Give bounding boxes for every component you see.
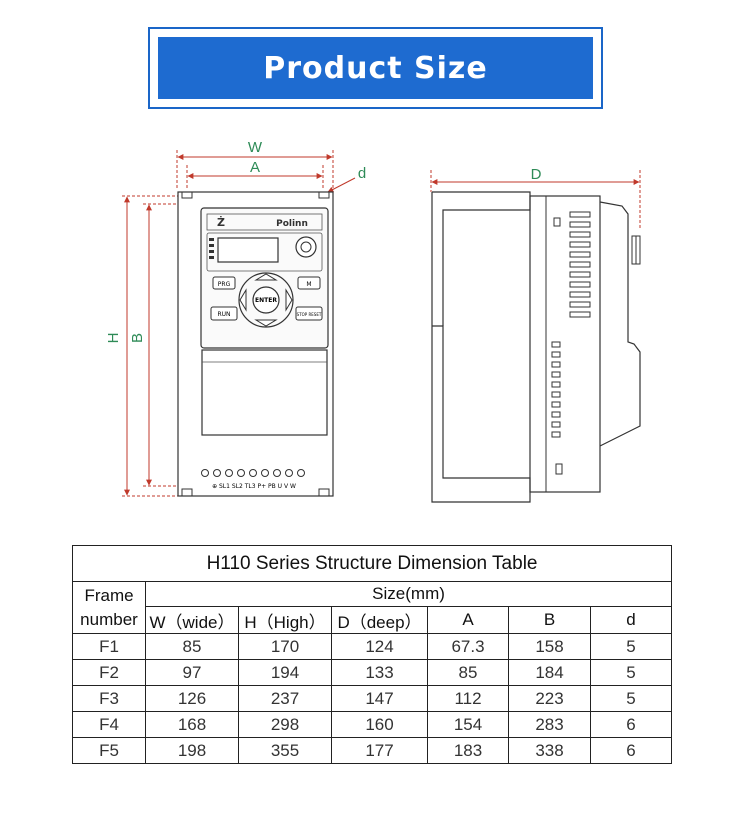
stop-key: STOP RESET (297, 312, 322, 317)
table-cell: 85 (427, 659, 509, 686)
m-key: M (306, 281, 311, 288)
knob-icon (295, 236, 317, 258)
table-cell: 184 (508, 659, 591, 686)
table-cell: 6 (589, 737, 673, 764)
dim-label-depth: D (531, 166, 542, 183)
table-cell: 237 (238, 685, 332, 712)
table-cell: 160 (331, 711, 428, 738)
table-cell: 5 (589, 633, 673, 660)
table-cell: 170 (238, 633, 332, 660)
header-banner: Product Size (148, 27, 603, 109)
table-cell: 338 (508, 737, 591, 764)
terminal-labels: ⊕ SL1 SL2 TL3 P+ PB U V W (212, 483, 296, 490)
frame-cell: F5 (72, 737, 146, 764)
size-header: Size(mm) (144, 581, 673, 607)
enter-key: ENTER (255, 297, 277, 304)
svg-text:Ż: Ż (217, 215, 225, 229)
side-view: D (430, 166, 641, 503)
table-cell: 158 (508, 633, 591, 660)
column-header-w: W（wide） (145, 606, 239, 634)
brand-label: Polinn (276, 219, 308, 229)
frame-cell: F4 (72, 711, 146, 738)
dimension-drawing: W A d H B Ż Polinn (105, 139, 641, 503)
dim-label-h: H (105, 333, 122, 344)
column-header-h: H（High） (238, 606, 332, 634)
header-banner-fill: Product Size (158, 37, 593, 99)
table-cell: 283 (508, 711, 591, 738)
table-row: F5 198 355 177 183 338 6 (72, 737, 673, 764)
table-cell: 97 (145, 659, 239, 686)
table-row: F1 85 170 124 67.3 158 5 (72, 633, 673, 660)
page-title: Product Size (263, 50, 488, 86)
dim-label-b: B (129, 333, 146, 343)
table-row: F4 168 298 160 154 283 6 (72, 711, 673, 738)
column-header-b: B (508, 606, 591, 634)
prg-key: PRG (218, 281, 231, 288)
dim-label-d: d (358, 165, 366, 182)
frame-header-line1: Frame (84, 585, 134, 605)
table-cell: 133 (331, 659, 428, 686)
terminal-strip: ⊕ SL1 SL2 TL3 P+ PB U V W (201, 469, 305, 490)
frame-header-line2: number (80, 609, 138, 629)
table-title: H110 Series Structure Dimension Table (71, 545, 673, 582)
table-cell: 147 (331, 685, 428, 712)
column-header-a: A (427, 606, 509, 634)
table-row: F3 126 237 147 112 223 5 (72, 685, 673, 712)
frame-cell: F2 (72, 659, 146, 686)
table-cell: 198 (145, 737, 239, 764)
dimension-table: H110 Series Structure Dimension Table Fr… (71, 545, 673, 764)
table-cell: 126 (145, 685, 239, 712)
dim-label-w: W (248, 139, 263, 156)
table-cell: 5 (589, 685, 673, 712)
table-cell: 223 (508, 685, 591, 712)
table-cell: 298 (238, 711, 332, 738)
table-cell: 183 (427, 737, 509, 764)
table-cell: 194 (238, 659, 332, 686)
table-cell: 85 (145, 633, 239, 660)
table-row: F2 97 194 133 85 184 5 (72, 659, 673, 686)
dim-label-a: A (250, 159, 260, 176)
run-key: RUN (217, 311, 230, 318)
front-view: W A d H B Ż Polinn (105, 139, 366, 497)
column-header-d: d (589, 606, 673, 634)
column-header-depth: D（deep） (331, 606, 428, 634)
table-cell: 154 (427, 711, 509, 738)
frame-header: Frame number (72, 581, 146, 634)
frame-cell: F1 (72, 633, 146, 660)
table-cell: 67.3 (427, 633, 509, 660)
table-cell: 355 (238, 737, 332, 764)
table-cell: 6 (589, 711, 673, 738)
table-cell: 168 (145, 711, 239, 738)
table-cell: 177 (331, 737, 428, 764)
table-cell: 112 (427, 685, 509, 712)
table-cell: 5 (589, 659, 673, 686)
table-cell: 124 (331, 633, 428, 660)
frame-cell: F3 (72, 685, 146, 712)
lcd-display (217, 237, 279, 263)
